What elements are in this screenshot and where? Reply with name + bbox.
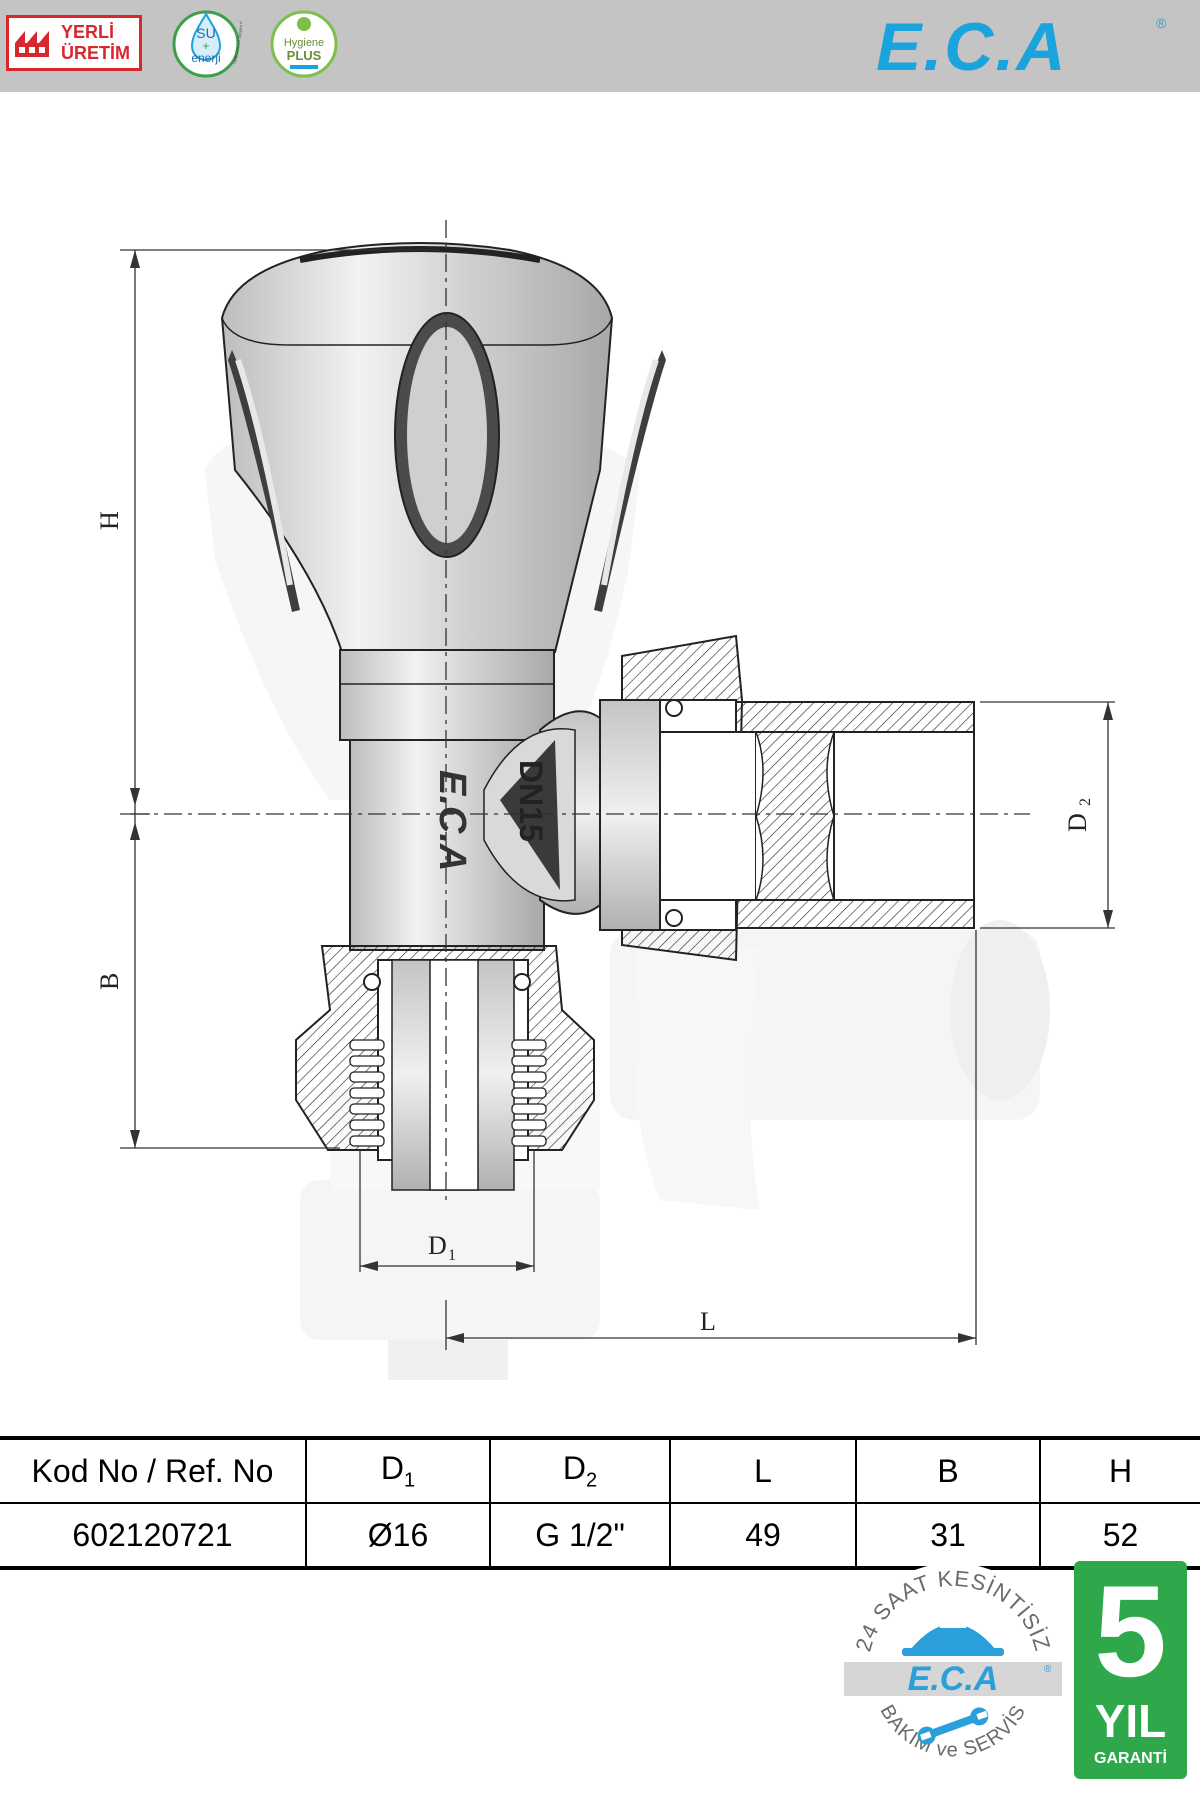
union-nut-section	[599, 634, 975, 962]
dimension-d1-label: D	[428, 1231, 447, 1260]
eca-logo: E.C.A ®	[876, 12, 1167, 82]
cell-b: 31	[855, 1503, 1040, 1568]
svg-text:+: +	[202, 39, 209, 53]
warranty-badge: 5 YIL GARANTİ	[1074, 1561, 1187, 1779]
warranty-label: GARANTİ	[1094, 1750, 1167, 1767]
dimension-h-label: H	[95, 511, 124, 530]
service-logo-text: E.C.A	[908, 1660, 999, 1698]
header-bar: YERLİ ÜRETİM SU enerji + maksimum tasarr…	[0, 0, 1200, 92]
cell-kod: 602120721	[72, 1516, 233, 1553]
yerli-uretim-badge: YERLİ ÜRETİM	[6, 15, 142, 71]
wrench-icon	[917, 1707, 989, 1745]
service-registered-mark: ®	[1044, 1664, 1052, 1675]
factory-icon	[15, 31, 49, 57]
cell-d2: G 1/2"	[489, 1503, 670, 1568]
dimension-b-label: B	[95, 973, 124, 990]
cell-d1: Ø16	[305, 1503, 490, 1568]
eca-logo-text: E.C.A	[876, 12, 1067, 82]
su-arc-label: maksimum tasarruf	[232, 21, 242, 65]
column-header-b: B	[855, 1438, 1040, 1503]
badge-line1: YERLİ	[61, 22, 115, 42]
cell-h: 52	[1039, 1503, 1200, 1568]
spec-table-header-row: Kod No / Ref. No D1 D2 L B H	[0, 1438, 1200, 1503]
warranty-years: 5	[1094, 1558, 1167, 1704]
su-label: SU	[196, 25, 215, 41]
spec-table: Kod No / Ref. No D1 D2 L B H 602120721 Ø…	[0, 1436, 1200, 1570]
valve-handle	[220, 242, 666, 653]
column-header-h: H	[1039, 1438, 1200, 1503]
dimension-d2-label: D	[1063, 813, 1092, 832]
helmet-icon	[902, 1620, 1004, 1656]
column-header-l: L	[669, 1438, 856, 1503]
enerji-label: enerji	[191, 51, 220, 65]
dimension-d1-sub: 1	[448, 1247, 456, 1264]
valve-technical-drawing: E.C.A DN15	[95, 220, 1115, 1380]
dimension-l-label: L	[700, 1307, 716, 1336]
table-row: 602120721 Ø16 G 1/2" 49 31 52	[0, 1503, 1200, 1568]
dimension-lines	[120, 249, 1115, 1350]
cell-l: 49	[669, 1503, 856, 1568]
dn-marking: DN15	[513, 760, 549, 842]
body-marking: E.C.A	[431, 770, 473, 871]
valve-body: E.C.A DN15	[339, 649, 601, 951]
warranty-unit: YIL	[1094, 1695, 1167, 1747]
hygiene-label: Hygiene	[284, 37, 324, 49]
column-header-d2: D2	[489, 1438, 670, 1503]
dimension-arrows	[130, 250, 1113, 1343]
registered-mark: ®	[1156, 15, 1167, 31]
column-header-kod: Kod No / Ref. No	[31, 1452, 274, 1489]
dimension-d2-sub: 2	[1077, 798, 1094, 806]
column-header-d1: D1	[305, 1438, 490, 1503]
plus-label: PLUS	[287, 48, 322, 63]
su-enerji-badge: SU enerji + maksimum tasarruf	[172, 10, 242, 78]
centre-lines	[130, 220, 1030, 1200]
hygiene-plus-badge: Hygiene PLUS	[270, 10, 338, 78]
badge-line2: ÜRETİM	[61, 43, 130, 63]
service-24h-badge: 24 SAAT KESİNTİSİZ BAKIM ve SERVİS E.C.A…	[840, 1563, 1066, 1779]
compression-fitting-section	[295, 945, 595, 1191]
